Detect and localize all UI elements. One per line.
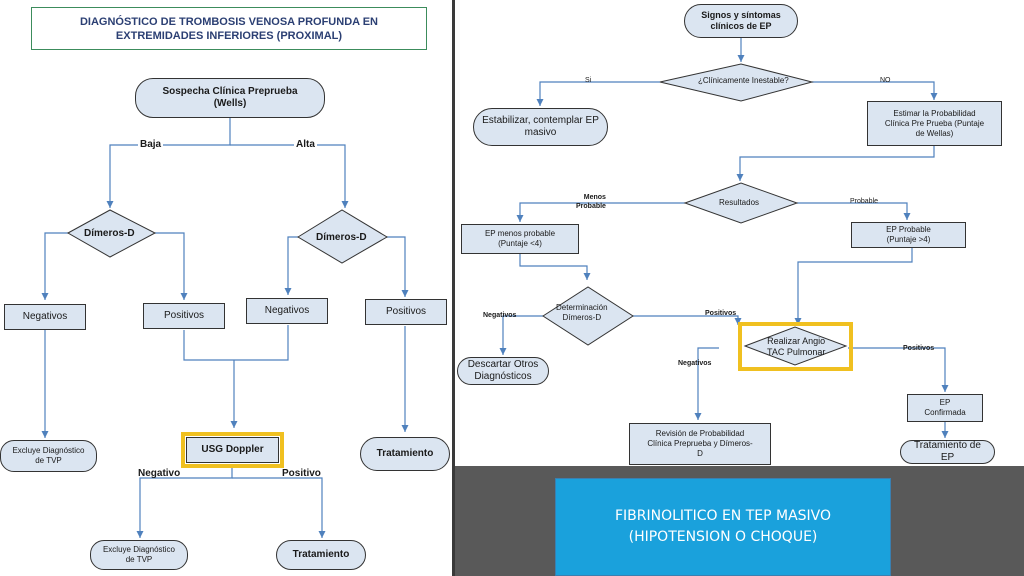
pe-treatment-node: Tratamiento de EP bbox=[900, 440, 995, 464]
less-likely-line2: (Puntaje <4) bbox=[498, 239, 542, 248]
discard-node: Descartar Otros Diagnósticos bbox=[457, 357, 549, 385]
estimate-node: Estimar la Probabilidad Clínica Pre Prue… bbox=[867, 101, 1002, 146]
angio-line1: Realizar Angio bbox=[767, 336, 826, 346]
stabilize-line2: masivo bbox=[524, 127, 557, 138]
likely-node: EP Probable (Puntaje >4) bbox=[851, 222, 966, 248]
revision-line3: D bbox=[697, 449, 703, 458]
revision-line1: Revisión de Probabilidad bbox=[655, 429, 745, 438]
panel-divider bbox=[452, 0, 455, 576]
confirmed-line1: EP bbox=[939, 398, 951, 407]
revision-node: Revisión de Probabilidad Clínica Preprue… bbox=[629, 423, 771, 465]
ddimer-line2: Dímeros-D bbox=[562, 313, 602, 322]
treatment-right-node: Tratamiento bbox=[360, 437, 450, 471]
suspicion-node: Sospecha Clínica Preprueba (Wells) bbox=[135, 78, 325, 118]
likely-line2: (Puntaje >4) bbox=[886, 235, 931, 244]
dvt-flowchart-panel: DIAGNÓSTICO DE TROMBOSIS VENOSA PROFUNDA… bbox=[0, 0, 452, 576]
pe-flowchart-panel: Signos y síntomas clínicos de EP ¿Clínic… bbox=[455, 0, 1024, 466]
banner-line1: FIBRINOLITICO EN TEP MASIVO bbox=[614, 508, 832, 524]
banner-line2: (HIPOTENSION O CHOQUE) bbox=[628, 529, 818, 545]
less-likely-line1: EP menos probable bbox=[484, 229, 556, 238]
label-positivos-angio: Positivos bbox=[903, 345, 935, 352]
usg-highlight bbox=[181, 432, 284, 468]
exclude-bottom-line1: Excluye Diagnóstico bbox=[102, 545, 176, 554]
ddimer-right-label: Dímeros-D bbox=[316, 232, 367, 243]
confirmed-line2: Confirmada bbox=[924, 408, 966, 417]
neg-left-node: Negativos bbox=[4, 304, 86, 330]
estimate-line1: Estimar la Probabilidad bbox=[893, 108, 976, 118]
estimate-line3: de Wellas) bbox=[915, 128, 954, 138]
treatment-bottom-node: Tratamiento bbox=[276, 540, 366, 570]
less-likely-node: EP menos probable (Puntaje <4) bbox=[461, 224, 579, 254]
angio-label: Realizar Angio TAC Pulmonar bbox=[767, 336, 825, 358]
label-alta: Alta bbox=[294, 139, 317, 150]
estimate-line2: Clínica Pre Prueba (Puntaje bbox=[884, 118, 985, 128]
likely-line1: EP Probable bbox=[886, 225, 931, 234]
angio-highlight bbox=[738, 322, 853, 371]
pe-connectors bbox=[499, 38, 949, 438]
exclude-top-line1: Excluye Diagnóstico bbox=[12, 446, 85, 455]
label-baja: Baja bbox=[138, 139, 164, 150]
exclude-top-node: Excluye Diagnóstico de TVP bbox=[0, 440, 97, 472]
label-menos-line1: Menos bbox=[583, 194, 606, 201]
confirmed-node: EP Confirmada bbox=[907, 394, 983, 422]
pe-start-node: Signos y síntomas clínicos de EP bbox=[684, 4, 798, 38]
pe-start-line1: Signos y síntomas bbox=[701, 10, 781, 20]
exclude-bottom-line2: de TVP bbox=[125, 555, 153, 564]
discard-line2: Diagnósticos bbox=[474, 371, 532, 382]
stabilize-node: Estabilizar, contemplar EP masivo bbox=[473, 108, 608, 146]
ddimer-line1: Determinación bbox=[556, 303, 608, 312]
dvt-connectors bbox=[41, 118, 409, 538]
suspicion-line2: (Wells) bbox=[213, 98, 247, 109]
angio-line2: TAC Pulmonar bbox=[767, 347, 826, 357]
discard-line1: Descartar Otros bbox=[467, 359, 539, 370]
label-positivo: Positivo bbox=[282, 468, 321, 479]
label-no: NO bbox=[880, 77, 891, 84]
unstable-diamond bbox=[659, 63, 814, 102]
pos-left-node: Positivos bbox=[143, 303, 225, 329]
label-menos-line2: Probable bbox=[576, 203, 606, 210]
fibrinolytic-banner: FIBRINOLITICO EN TEP MASIVO (HIPOTENSION… bbox=[555, 478, 891, 576]
results-label: Resultados bbox=[719, 198, 760, 207]
exclude-bottom-node: Excluye Diagnóstico de TVP bbox=[90, 540, 188, 570]
dvt-title-line2: EXTREMIDADES INFERIORES (PROXIMAL) bbox=[115, 29, 343, 42]
pos-right-node: Positivos bbox=[365, 299, 447, 325]
ddimer-determination-label: Determinación Dímeros-D bbox=[556, 303, 608, 323]
pe-start-line2: clínicos de EP bbox=[710, 21, 772, 31]
label-si: Si bbox=[585, 77, 592, 84]
usg-doppler-node: USG Doppler bbox=[186, 437, 279, 463]
suspicion-line1: Sospecha Clínica Preprueba bbox=[162, 86, 298, 97]
stabilize-line1: Estabilizar, contemplar EP bbox=[482, 115, 599, 126]
label-negativos-dd: Negativos bbox=[483, 312, 517, 319]
label-menos-probable: Menos Probable bbox=[576, 193, 606, 211]
revision-line2: Clínica Preprueba y Dímeros- bbox=[647, 439, 753, 448]
unstable-label: ¿Clínicamente Inestable? bbox=[698, 76, 789, 85]
label-negativos-angio: Negativos bbox=[678, 360, 712, 367]
ddimer-left-label: Dímeros-D bbox=[84, 228, 135, 239]
dvt-title-line1: DIAGNÓSTICO DE TROMBOSIS VENOSA PROFUNDA… bbox=[79, 15, 379, 28]
exclude-top-line2: de TVP bbox=[35, 456, 62, 465]
dvt-title: DIAGNÓSTICO DE TROMBOSIS VENOSA PROFUNDA… bbox=[31, 7, 427, 50]
ddimer-determination-diamond bbox=[542, 286, 634, 346]
ddimer-left-diamond bbox=[66, 209, 157, 258]
label-probable: Probable bbox=[850, 198, 879, 205]
ddimer-right-diamond bbox=[297, 209, 388, 264]
neg-right-node: Negativos bbox=[246, 298, 328, 324]
label-positivos-dd: Positivos bbox=[705, 310, 737, 317]
results-diamond bbox=[683, 182, 799, 224]
label-negativo: Negativo bbox=[138, 468, 181, 479]
